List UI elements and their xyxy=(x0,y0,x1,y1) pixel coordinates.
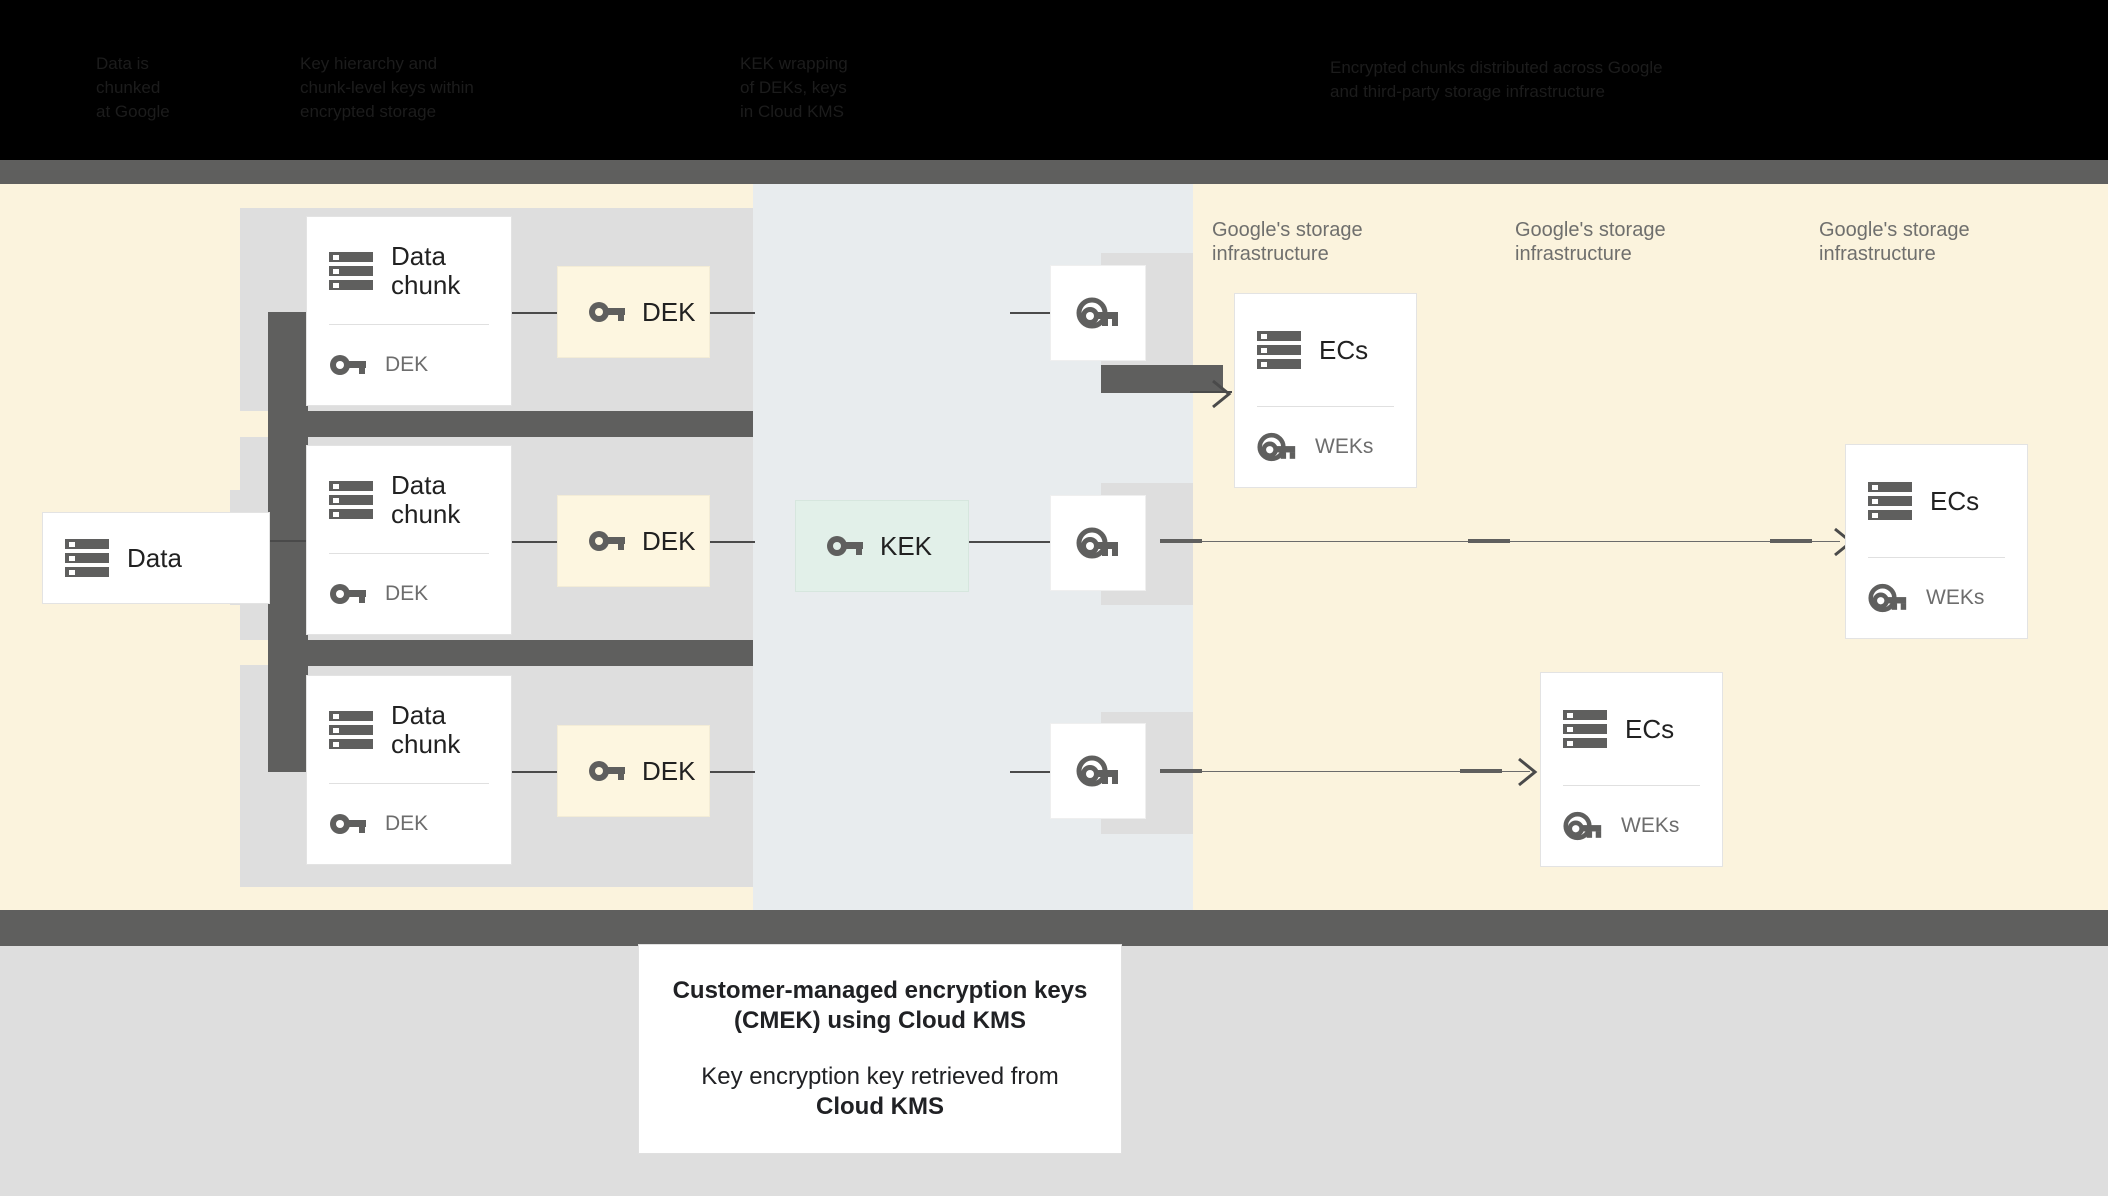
arrow-line-ecs3 xyxy=(1160,771,1530,772)
arrow-seg-middle-b xyxy=(1468,539,1510,543)
connector-chunk2-dek2 xyxy=(512,541,584,543)
card-key-label: WEKs xyxy=(1926,586,1985,609)
wrapped-key-icon xyxy=(1076,297,1120,329)
chip-kek[interactable]: KEK xyxy=(795,500,969,592)
chip-wrapped-key-3[interactable] xyxy=(1050,723,1146,819)
header-background xyxy=(0,0,2108,160)
connector-to-wk3 xyxy=(1010,771,1050,773)
connector-chunk3-dek3 xyxy=(512,771,584,773)
chip-label: DEK xyxy=(642,296,696,327)
legend-column-1: Data is chunked at Google xyxy=(96,54,170,121)
card-title: Data chunk xyxy=(391,240,461,300)
band-dark-separator xyxy=(0,910,2108,946)
card-divider xyxy=(329,783,489,784)
chip-label: DEK xyxy=(642,525,696,556)
card-data-source[interactable]: Data xyxy=(42,512,270,604)
key-icon xyxy=(329,352,367,378)
chip-dek-1[interactable]: DEK xyxy=(557,266,710,358)
caption-box: Customer-managed encryption keys (CMEK) … xyxy=(638,944,1122,1154)
connector-kek-to-wk2 xyxy=(968,541,1050,543)
server-stack-icon xyxy=(329,710,373,750)
header-rule xyxy=(0,160,2108,184)
wrapped-key-icon xyxy=(1868,583,1908,613)
wrapped-key-icon xyxy=(1076,527,1120,559)
feed-bar-ecs-1 xyxy=(1101,365,1223,393)
card-key-label: DEK xyxy=(385,582,429,605)
server-stack-icon xyxy=(1868,481,1912,521)
server-stack-icon xyxy=(329,251,373,291)
caption-subtitle-lead: Key encryption key retrieved from xyxy=(701,1063,1059,1090)
legend-column-2: Key hierarchy and chunk-level keys withi… xyxy=(300,54,474,121)
wrapped-key-icon xyxy=(1563,811,1603,841)
wrapped-key-icon xyxy=(1257,432,1297,462)
card-divider xyxy=(329,553,489,554)
chip-label: DEK xyxy=(642,755,696,786)
branch-bar-2 xyxy=(268,640,753,666)
caption-subtitle: Key encryption key retrieved from Cloud … xyxy=(701,1062,1058,1122)
infra-label-2: Google's storage infrastructure xyxy=(1515,219,1666,265)
card-data-chunk-3[interactable]: Data chunk DEK xyxy=(306,675,512,865)
trunk-vertical-bar xyxy=(268,312,308,772)
card-title: Data chunk xyxy=(391,699,461,759)
caption-title: Customer-managed encryption keys (CMEK) … xyxy=(672,977,1088,1034)
chip-dek-2[interactable]: DEK xyxy=(557,495,710,587)
connector-source-to-trunk xyxy=(230,540,310,542)
connector-dek1-right xyxy=(710,312,755,314)
card-key-label: WEKs xyxy=(1621,814,1680,837)
card-divider xyxy=(329,324,489,325)
arrow-seg-bottom-b xyxy=(1460,769,1502,773)
connector-to-wk1 xyxy=(1010,312,1050,314)
chip-wrapped-key-1[interactable] xyxy=(1050,265,1146,361)
key-icon xyxy=(329,811,367,837)
arrow-seg-bottom-a xyxy=(1160,769,1202,773)
card-key-label: DEK xyxy=(385,812,429,835)
card-title: Data xyxy=(127,542,182,573)
chip-label: KEK xyxy=(880,530,933,561)
key-icon xyxy=(588,299,626,325)
key-icon xyxy=(329,581,367,607)
connector-chunk1-dek1 xyxy=(512,312,584,314)
card-key-label: DEK xyxy=(385,353,429,376)
branch-bar-1 xyxy=(268,411,753,437)
key-icon xyxy=(588,758,626,784)
wrapped-key-icon xyxy=(1076,755,1120,787)
arrow-line-ecs1 xyxy=(1190,391,1232,393)
arrow-seg-middle-c xyxy=(1770,539,1812,543)
card-title: ECs xyxy=(1319,334,1369,365)
card-ecs-2[interactable]: ECs WEKs xyxy=(1540,672,1723,867)
connector-dek2-right xyxy=(710,541,755,543)
arrow-seg-middle-a xyxy=(1160,539,1202,543)
server-stack-icon xyxy=(1257,330,1301,370)
card-divider xyxy=(1257,406,1394,407)
server-stack-icon xyxy=(65,538,109,578)
card-key-label: WEKs xyxy=(1315,435,1374,458)
card-title: ECs xyxy=(1625,713,1675,744)
card-divider xyxy=(1868,557,2005,558)
server-stack-icon xyxy=(1563,709,1607,749)
caption-subtitle-strong: Cloud KMS xyxy=(816,1093,944,1120)
card-data-chunk-2[interactable]: Data chunk DEK xyxy=(306,445,512,635)
card-divider xyxy=(1563,785,1700,786)
card-title: ECs xyxy=(1930,485,1980,516)
arrowhead-ecs3 xyxy=(1518,757,1538,787)
card-ecs-3[interactable]: ECs WEKs xyxy=(1845,444,2028,639)
legend-column-4: Encrypted chunks distributed across Goog… xyxy=(1330,58,1663,101)
key-icon xyxy=(588,528,626,554)
chip-dek-3[interactable]: DEK xyxy=(557,725,710,817)
header-legend: Data is chunked at Google Key hierarchy … xyxy=(0,42,2108,152)
legend-column-3: KEK wrapping of DEKs, keys in Cloud KMS xyxy=(740,54,848,121)
key-icon xyxy=(826,533,864,559)
infra-label-3: Google's storage infrastructure xyxy=(1819,219,1970,265)
card-ecs-1[interactable]: ECs WEKs xyxy=(1234,293,1417,488)
arrowhead-ecs1 xyxy=(1212,379,1232,409)
connector-dek3-right xyxy=(710,771,755,773)
server-stack-icon xyxy=(329,480,373,520)
infra-label-1: Google's storage infrastructure xyxy=(1212,219,1363,265)
chip-wrapped-key-2[interactable] xyxy=(1050,495,1146,591)
card-data-chunk-1[interactable]: Data chunk DEK xyxy=(306,216,512,406)
card-title: Data chunk xyxy=(391,469,461,529)
